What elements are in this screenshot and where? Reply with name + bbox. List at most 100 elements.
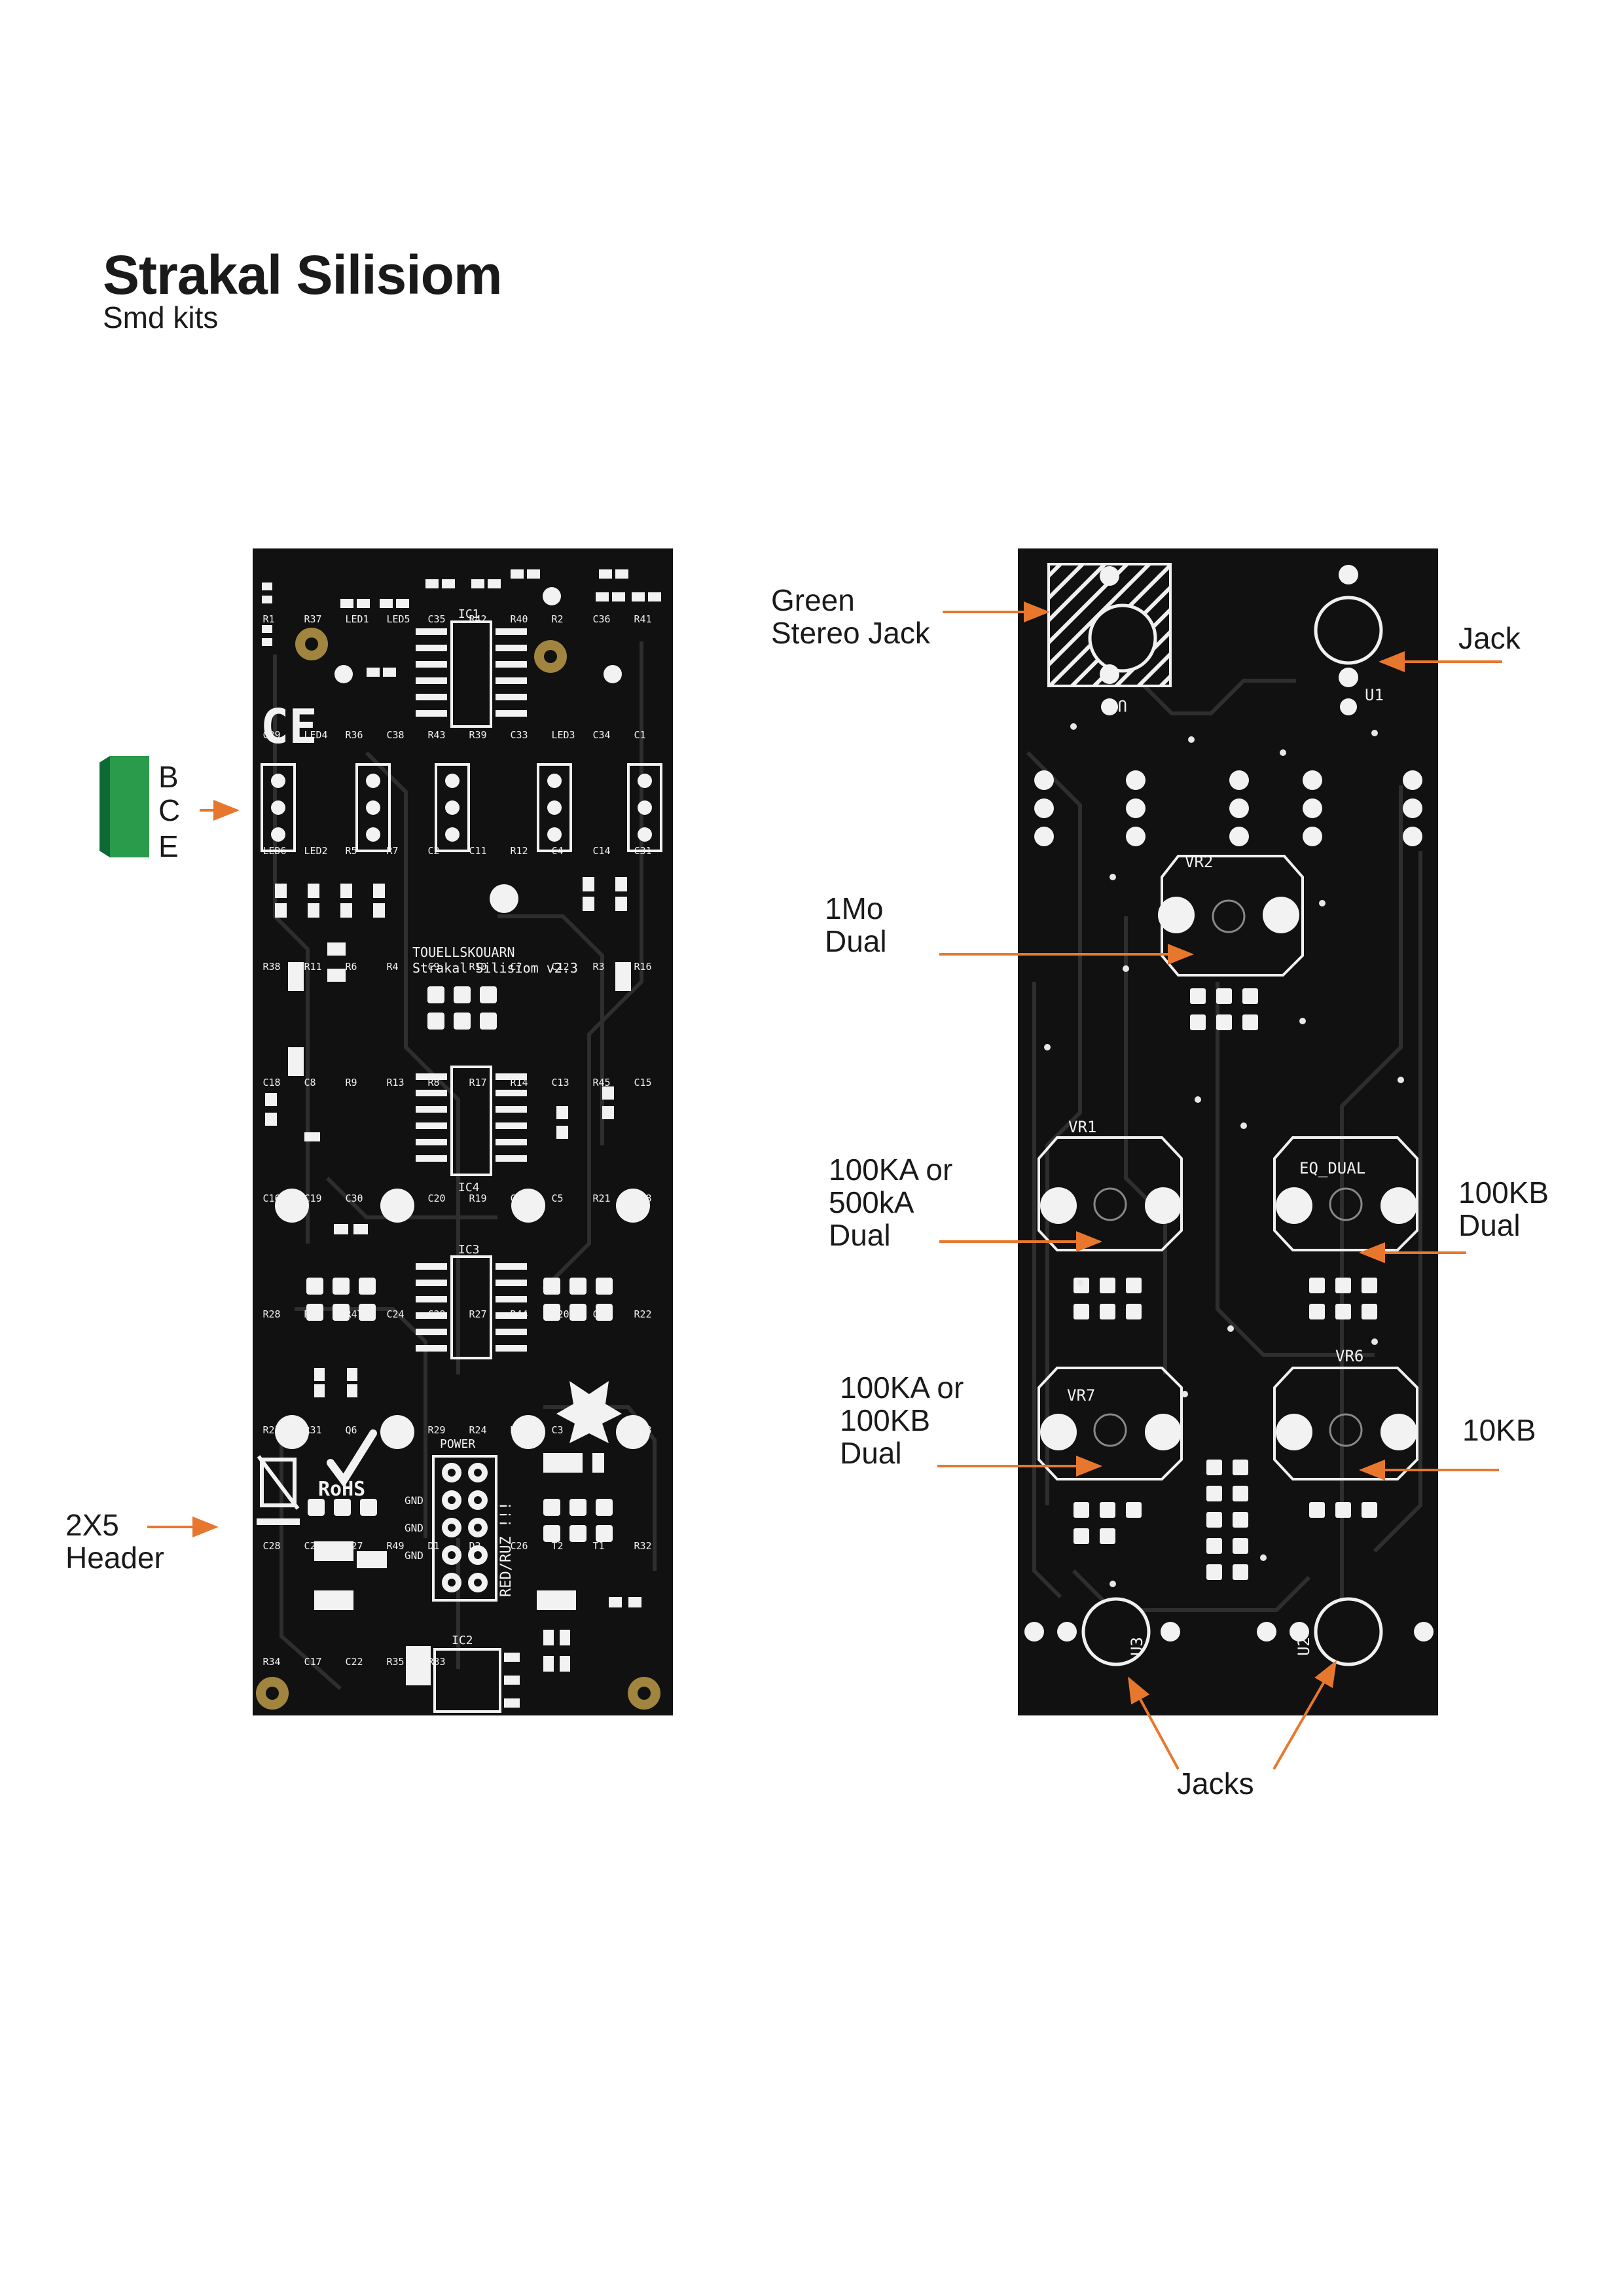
silk-label-r26: R26 [304, 1308, 321, 1320]
silk-label-c31: C31 [634, 845, 651, 857]
silk-label-r41: R41 [634, 613, 651, 625]
silk-label-r37: R37 [304, 613, 321, 625]
silk-label-r36: R36 [345, 729, 363, 741]
silk-label-c28: C28 [262, 1540, 280, 1552]
silk-label-r39: R39 [469, 729, 486, 741]
silk-label-led4: LED4 [304, 729, 327, 741]
silk-label-r33: R33 [427, 1656, 445, 1668]
silk-label-t1: T1 [592, 1540, 604, 1552]
silk-label-r43: R43 [427, 729, 445, 741]
silk-label-r30: R30 [386, 1424, 404, 1436]
silk-label-q6: Q6 [345, 1424, 357, 1436]
silk-label-vr6: VR6 [1335, 1347, 1363, 1365]
silk-label-r48: R48 [634, 1424, 651, 1436]
silk-label-t2: T2 [551, 1540, 563, 1552]
silk-label-r4: R4 [386, 961, 398, 973]
rohs-checkmark-icon [327, 1429, 377, 1488]
silk-label-u2: U2 [1295, 1637, 1313, 1656]
silk-label-r13: R13 [386, 1077, 404, 1088]
board-name: TOUELLSKOUARN [412, 944, 515, 960]
silk-label-c6: C6 [592, 1424, 604, 1436]
board-version: Strakal Silisiom v2.3 [412, 960, 578, 976]
silk-label-d1: D1 [427, 1540, 439, 1552]
silk-label-led6: LED6 [262, 845, 286, 857]
ic-label-ic3: IC3 [458, 1243, 480, 1257]
ic-label-ic4: IC4 [458, 1181, 480, 1194]
silk-label-r8: R8 [427, 1077, 439, 1088]
silk-label-r19: R19 [469, 1193, 486, 1204]
silk-label-c19: C19 [304, 1193, 321, 1204]
ic-label-ic2: IC2 [452, 1634, 473, 1647]
silk-label-r12: R12 [510, 845, 528, 857]
label-header-2x5: 2X5 Header [65, 1508, 164, 1575]
label-pot-1mo: 1Mo Dual [825, 891, 887, 958]
label-pot-100ka-100kb: 100KA or 100KB Dual [840, 1371, 964, 1470]
silk-label-r10: R10 [469, 961, 486, 973]
silk-label-r29: R29 [427, 1424, 445, 1436]
label-pot-100ka-500ka: 100KA or 500kA Dual [829, 1153, 953, 1252]
silk-label-c1: C1 [634, 729, 645, 741]
silk-label-r11: R11 [304, 961, 321, 973]
silk-label-r25: R25 [262, 1424, 280, 1436]
pin-label-c: C [158, 793, 181, 827]
gnd-label-1: GND [405, 1494, 424, 1507]
silk-label-r2: R2 [551, 613, 563, 625]
silk-label-r1: R1 [262, 613, 274, 625]
silk-label-c8: C8 [304, 1077, 316, 1088]
silk-label-c21: C21 [592, 1308, 610, 1320]
silk-label-r49: R49 [386, 1540, 404, 1552]
silk-label-led5: LED5 [386, 613, 410, 625]
silk-label-r17: R17 [469, 1077, 486, 1088]
silk-label-r7: R7 [386, 845, 398, 857]
silk-label-c13: C13 [551, 1077, 569, 1088]
silk-label-r20: R20 [551, 1308, 569, 1320]
silk-label-led1: LED1 [345, 613, 369, 625]
weee-bin-icon [257, 1455, 300, 1525]
rohs-label: RoHS [318, 1478, 365, 1501]
power-warning: RED/RUZ !!! [498, 1501, 514, 1597]
touellskouarn-logo-icon [556, 1381, 622, 1443]
silk-label-c35: C35 [427, 613, 445, 625]
silk-label-c26: C26 [510, 1540, 528, 1552]
silk-label-r34: R34 [262, 1656, 280, 1668]
pin-label-e: E [158, 829, 179, 863]
silk-label-c38: C38 [386, 729, 404, 741]
silk-label-c11: C11 [469, 845, 486, 857]
silk-label-vr2: VR2 [1185, 853, 1213, 871]
silk-label-led2: LED2 [304, 845, 327, 857]
silk-label-c39: C39 [262, 729, 280, 741]
label-pot-10kb: 10KB [1462, 1413, 1536, 1447]
silk-label-c33: C33 [510, 729, 528, 741]
silk-label-c4: C4 [551, 845, 563, 857]
ic-label-ic1: IC1 [458, 607, 480, 621]
silk-label-r22: R22 [634, 1308, 651, 1320]
silk-label-c36: C36 [592, 613, 610, 625]
silk-label-u4: U4 [1108, 696, 1127, 715]
silk-label-r5: R5 [345, 845, 357, 857]
silk-label-d2: D2 [469, 1540, 480, 1552]
silk-label-r35: R35 [386, 1656, 404, 1668]
silk-label-c22: C22 [345, 1656, 363, 1668]
silk-label-c30: C30 [345, 1193, 363, 1204]
silk-label-r6: R6 [345, 961, 357, 973]
label-jack: Jack [1458, 621, 1521, 655]
silk-label-c20: C20 [427, 1193, 445, 1204]
pcb-front: CE RoHS TOUELLSKOUARN Strakal Silisiom v… [253, 548, 673, 1715]
page-subtitle: Smd kits [103, 300, 219, 334]
silk-label-r16: R16 [634, 961, 651, 973]
silk-label-c18: C18 [262, 1077, 280, 1088]
silk-label-c16: C16 [262, 1193, 280, 1204]
silk-label-r9: R9 [345, 1077, 357, 1088]
silk-label-r18: R18 [634, 1193, 651, 1204]
silk-label-r23: R23 [510, 1424, 528, 1436]
silk-label-c25: C25 [304, 1540, 321, 1552]
label-pot-100kb: 100KB Dual [1458, 1175, 1549, 1242]
silk-label-r47: R47 [345, 1308, 363, 1320]
annotation-arrows [147, 601, 1502, 1770]
silk-label-r44: R44 [510, 1308, 528, 1320]
silk-label-r45: R45 [592, 1077, 610, 1088]
silk-label-r27: R27 [469, 1308, 486, 1320]
